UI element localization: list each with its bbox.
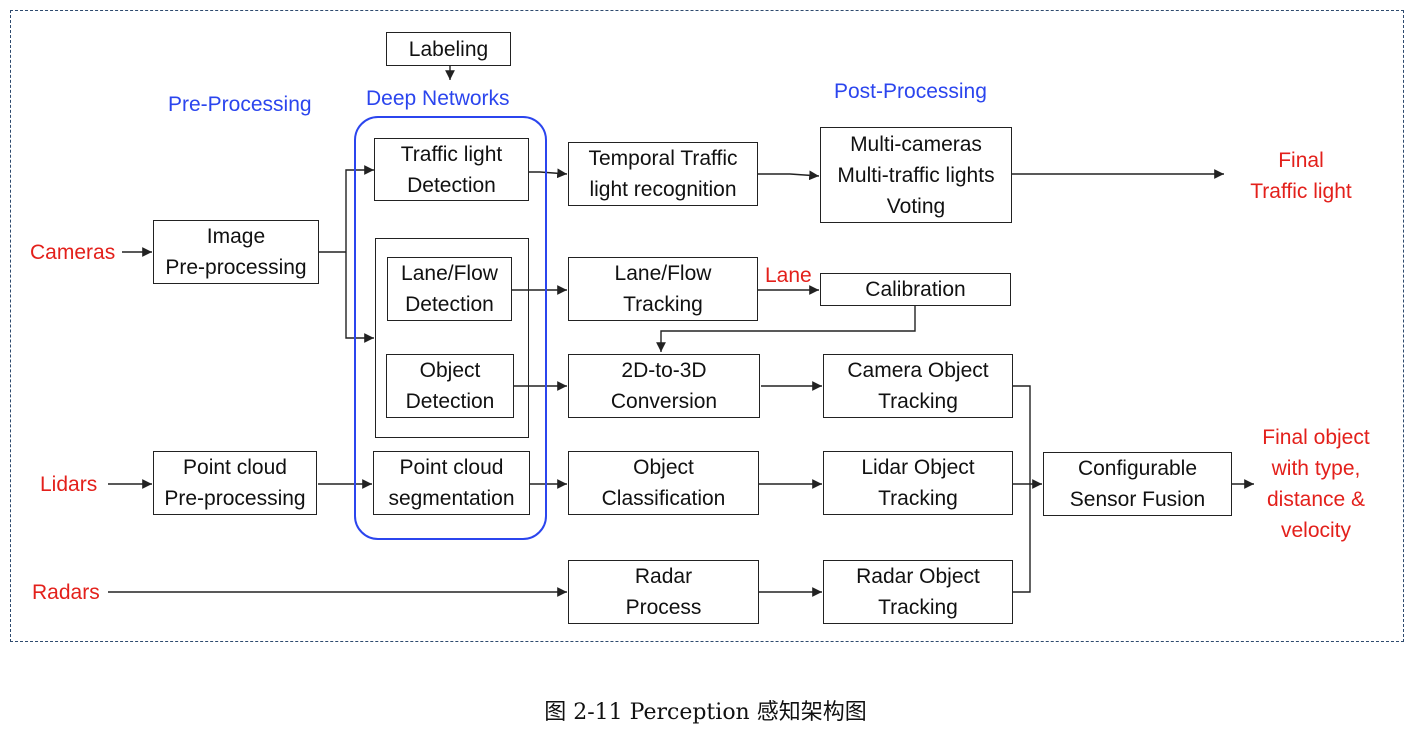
pre-processing-label: Pre-Processing bbox=[168, 93, 312, 116]
diagram-frame bbox=[10, 10, 1404, 642]
arrow-temporal-to-voting bbox=[758, 170, 820, 181]
arrow-image-to-traffic bbox=[345, 165, 374, 252]
point-cloud-preprocessing-box: Point cloud Pre-processing bbox=[153, 451, 317, 515]
final-object-label: Final object with type, distance & veloc… bbox=[1262, 426, 1370, 542]
labeling-box: Labeling bbox=[386, 32, 511, 66]
sensor-fusion-box: Configurable Sensor Fusion bbox=[1043, 452, 1232, 516]
radar-process-box: Radar Process bbox=[568, 560, 759, 624]
arrow-calibration-to-conversion bbox=[656, 306, 916, 352]
radars-label: Radars bbox=[32, 581, 100, 604]
deep-networks-label: Deep Networks bbox=[366, 87, 510, 110]
final-traffic-light-label: Final Traffic light bbox=[1250, 149, 1352, 203]
figure-caption: 图 2-11 Perception 感知架构图 bbox=[544, 700, 867, 725]
object-detection-box: Object Detection bbox=[386, 354, 514, 418]
image-preprocessing-box: Image Pre-processing bbox=[153, 220, 319, 284]
lane-label: Lane bbox=[765, 264, 812, 287]
multi-cameras-voting-box: Multi-cameras Multi-traffic lights Votin… bbox=[820, 127, 1012, 223]
conversion-2d-3d-box: 2D-to-3D Conversion bbox=[568, 354, 760, 418]
detection-group-box bbox=[375, 238, 529, 438]
camera-object-tracking-box: Camera Object Tracking bbox=[823, 354, 1013, 418]
object-classification-box: Object Classification bbox=[568, 451, 759, 515]
deep-networks-container bbox=[354, 116, 547, 540]
traffic-light-detection-box: Traffic light Detection bbox=[374, 138, 529, 201]
cameras-label: Cameras bbox=[30, 241, 116, 264]
lane-flow-detection-box: Lane/Flow Detection bbox=[387, 257, 512, 321]
lidar-object-tracking-box: Lidar Object Tracking bbox=[823, 451, 1013, 515]
radar-object-tracking-box: Radar Object Tracking bbox=[823, 560, 1013, 624]
calibration-box: Calibration bbox=[820, 273, 1011, 306]
line-camera-tracking-to-bus bbox=[1013, 385, 1031, 593]
arrow-image-to-group bbox=[345, 252, 374, 343]
lidars-label: Lidars bbox=[40, 473, 98, 496]
point-cloud-segmentation-box: Point cloud segmentation bbox=[373, 451, 530, 515]
lane-flow-tracking-box: Lane/Flow Tracking bbox=[568, 257, 758, 321]
temporal-traffic-light-box: Temporal Traffic light recognition bbox=[568, 142, 758, 206]
post-processing-label: Post-Processing bbox=[834, 80, 987, 103]
